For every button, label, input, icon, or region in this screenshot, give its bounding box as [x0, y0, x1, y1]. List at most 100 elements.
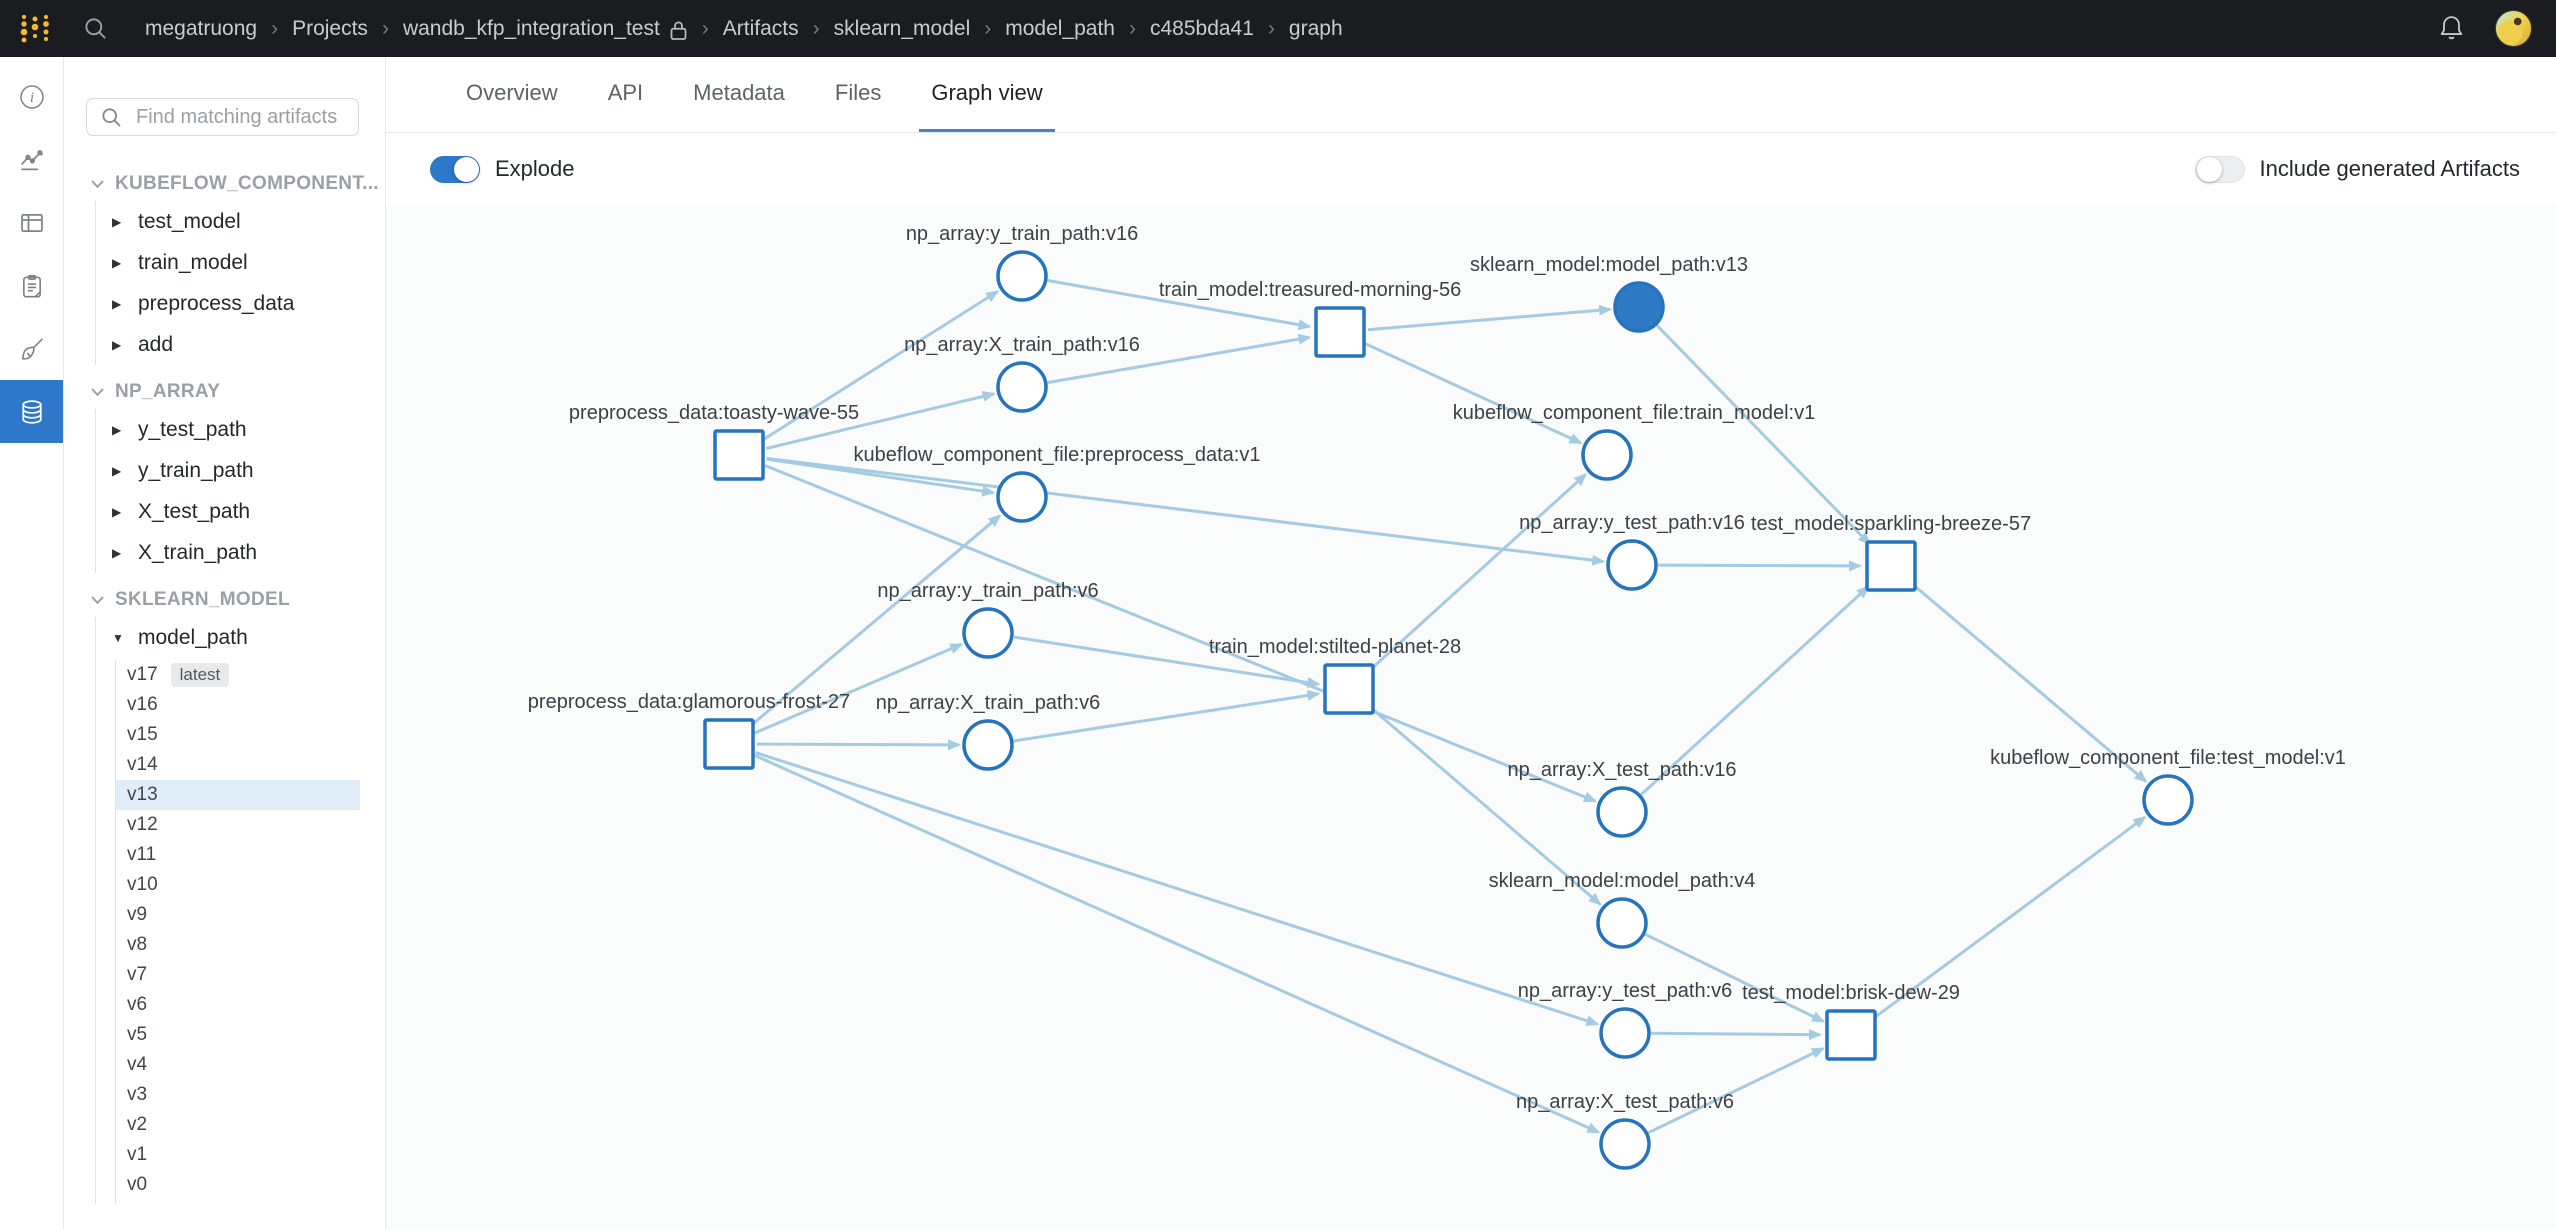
graph-node-y_test_v16[interactable]: np_array:y_test_path:v16 [1519, 512, 1745, 591]
run-node-shape[interactable] [1314, 306, 1366, 358]
breadcrumb-item-sklearn-model[interactable]: sklearn_model [833, 16, 971, 40]
breadcrumb-item-megatruong[interactable]: megatruong [145, 16, 258, 40]
artifact-node-shape[interactable] [996, 471, 1048, 523]
artifact-node-shape[interactable] [1596, 897, 1648, 949]
graph-node-y_train_v6[interactable]: np_array:y_train_path:v6 [877, 580, 1099, 659]
avatar[interactable] [2495, 10, 2532, 47]
artifact-node-shape[interactable] [1613, 281, 1665, 333]
breadcrumb-separator: › [1128, 16, 1136, 40]
breadcrumb-item-model-path[interactable]: model_path [1005, 16, 1115, 40]
tab-files[interactable]: Files [834, 79, 882, 105]
breadcrumb-item-graph[interactable]: graph [1288, 16, 1343, 40]
sidebar-item-model-path[interactable]: ▼model_path [96, 617, 385, 658]
sidebar-item-x-train-path[interactable]: ▶X_train_path [96, 532, 385, 573]
version-item-v12[interactable]: v12 [116, 810, 360, 840]
sidebar-item-add[interactable]: ▶add [96, 324, 385, 365]
version-item-v1[interactable]: v1 [116, 1140, 360, 1170]
rail-item-database[interactable] [0, 380, 63, 443]
graph-node-X_train_v6[interactable]: np_array:X_train_path:v6 [876, 692, 1101, 771]
sidebar-item-test-model[interactable]: ▶test_model [96, 201, 385, 242]
version-item-v8[interactable]: v8 [116, 930, 360, 960]
tab-overview[interactable]: Overview [466, 79, 558, 105]
section-header-kubeflow-component[interactable]: KUBEFLOW_COMPONENT... [64, 167, 385, 201]
explode-toggle[interactable] [430, 155, 480, 183]
graph-node-brisk[interactable]: test_model:brisk-dew-29 [1742, 982, 1960, 1061]
sidebar-item-y-train-path[interactable]: ▶y_train_path [96, 450, 385, 491]
section-header-sklearn-model[interactable]: SKLEARN_MODEL [64, 583, 385, 617]
version-item-v15[interactable]: v15 [116, 720, 360, 750]
graph-node-X_test_v6[interactable]: np_array:X_test_path:v6 [1516, 1091, 1734, 1170]
graph-node-sparkling[interactable]: test_model:sparkling-breeze-57 [1751, 513, 2031, 592]
version-item-v0[interactable]: v0 [116, 1170, 360, 1200]
lineage-graph[interactable]: preprocess_data:toasty-wave-55 preprocess… [386, 205, 2556, 1229]
graph-node-stilted[interactable]: train_model:stilted-planet-28 [1209, 636, 1461, 715]
tab-graph-view[interactable]: Graph view [919, 56, 1055, 132]
artifact-node-shape[interactable] [1596, 786, 1648, 838]
breadcrumb-item-artifacts[interactable]: Artifacts [722, 16, 799, 40]
artifact-node-shape[interactable] [962, 719, 1014, 771]
rail-item-chart[interactable] [0, 128, 63, 191]
sidebar-item-x-test-path[interactable]: ▶X_test_path [96, 491, 385, 532]
version-item-v2[interactable]: v2 [116, 1110, 360, 1140]
sidebar-item-y-test-path[interactable]: ▶y_test_path [96, 409, 385, 450]
graph-node-X_test_v16[interactable]: np_array:X_test_path:v16 [1507, 759, 1737, 838]
graph-node-glamorous[interactable]: preprocess_data:glamorous-frost-27 [528, 691, 850, 770]
version-item-v9[interactable]: v9 [116, 900, 360, 930]
graph-node-preproc_file[interactable]: kubeflow_component_file:preprocess_data:… [854, 444, 1261, 523]
version-item-v5[interactable]: v5 [116, 1020, 360, 1050]
artifact-search[interactable] [86, 98, 359, 136]
run-node-shape[interactable] [1865, 540, 1917, 592]
graph-node-sklearn_v13[interactable]: sklearn_model:model_path:v13 [1470, 254, 1748, 333]
graph-node-y_train_v16[interactable]: np_array:y_train_path:v16 [906, 223, 1138, 302]
artifact-node-shape[interactable] [1599, 1118, 1651, 1170]
graph-node-X_train_v16[interactable]: np_array:X_train_path:v16 [904, 334, 1140, 413]
artifact-node-shape[interactable] [996, 250, 1048, 302]
version-item-v6[interactable]: v6 [116, 990, 360, 1020]
breadcrumb-item-projects[interactable]: Projects [292, 16, 368, 40]
rail-item-info[interactable]: i [0, 65, 63, 128]
graph-node-toasty[interactable]: preprocess_data:toasty-wave-55 [569, 402, 859, 481]
artifact-node-shape[interactable] [2142, 774, 2194, 826]
version-item-v16[interactable]: v16 [116, 690, 360, 720]
artifact-node-shape[interactable] [1599, 1007, 1651, 1059]
graph-node-label: np_array:y_train_path:v16 [906, 223, 1138, 245]
tab-api[interactable]: API [607, 79, 644, 105]
graph-node-test_file[interactable]: kubeflow_component_file:test_model:v1 [1990, 747, 2346, 826]
graph-node-sklearn_v4[interactable]: sklearn_model:model_path:v4 [1489, 870, 1756, 949]
search-icon[interactable] [82, 15, 109, 42]
graph-node-train_file[interactable]: kubeflow_component_file:train_model:v1 [1453, 402, 1815, 481]
run-node-shape[interactable] [1323, 663, 1375, 715]
version-item-v7[interactable]: v7 [116, 960, 360, 990]
breadcrumb-item-wandb-kfp-integration-test[interactable]: wandb_kfp_integration_test [402, 16, 660, 40]
run-node-shape[interactable] [713, 429, 765, 481]
artifact-node-shape[interactable] [996, 361, 1048, 413]
run-node-shape[interactable] [1825, 1009, 1877, 1061]
include-generated-toggle[interactable] [2194, 155, 2245, 183]
breadcrumb-item-c485bda41[interactable]: c485bda41 [1149, 16, 1254, 40]
wandb-logo-icon[interactable] [18, 12, 54, 46]
sidebar-item-train-model[interactable]: ▶train_model [96, 242, 385, 283]
sidebar-item-preprocess-data[interactable]: ▶preprocess_data [96, 283, 385, 324]
version-item-v14[interactable]: v14 [116, 750, 360, 780]
graph-node-treasured[interactable]: train_model:treasured-morning-56 [1159, 279, 1461, 358]
artifact-node-shape[interactable] [1606, 539, 1658, 591]
run-node-shape[interactable] [703, 718, 755, 770]
rail-item-clipboard[interactable] [0, 254, 63, 317]
graph-node-y_test_v6[interactable]: np_array:y_test_path:v6 [1518, 980, 1733, 1059]
tab-metadata[interactable]: Metadata [693, 79, 785, 105]
artifact-node-shape[interactable] [962, 607, 1014, 659]
rail-item-table[interactable] [0, 191, 63, 254]
version-item-v11[interactable]: v11 [116, 840, 360, 870]
notifications-bell-icon[interactable] [2436, 13, 2467, 44]
table-icon [18, 209, 46, 237]
version-item-v3[interactable]: v3 [116, 1080, 360, 1110]
rail-item-broom[interactable] [0, 317, 63, 380]
version-item-v10[interactable]: v10 [116, 870, 360, 900]
edge-toasty-X_train_v16 [765, 391, 996, 450]
artifact-node-shape[interactable] [1581, 429, 1633, 481]
artifact-search-input[interactable] [134, 104, 345, 130]
version-item-v4[interactable]: v4 [116, 1050, 360, 1080]
section-header-np-array[interactable]: NP_ARRAY [64, 375, 385, 409]
version-item-v13[interactable]: v13 [116, 780, 360, 810]
